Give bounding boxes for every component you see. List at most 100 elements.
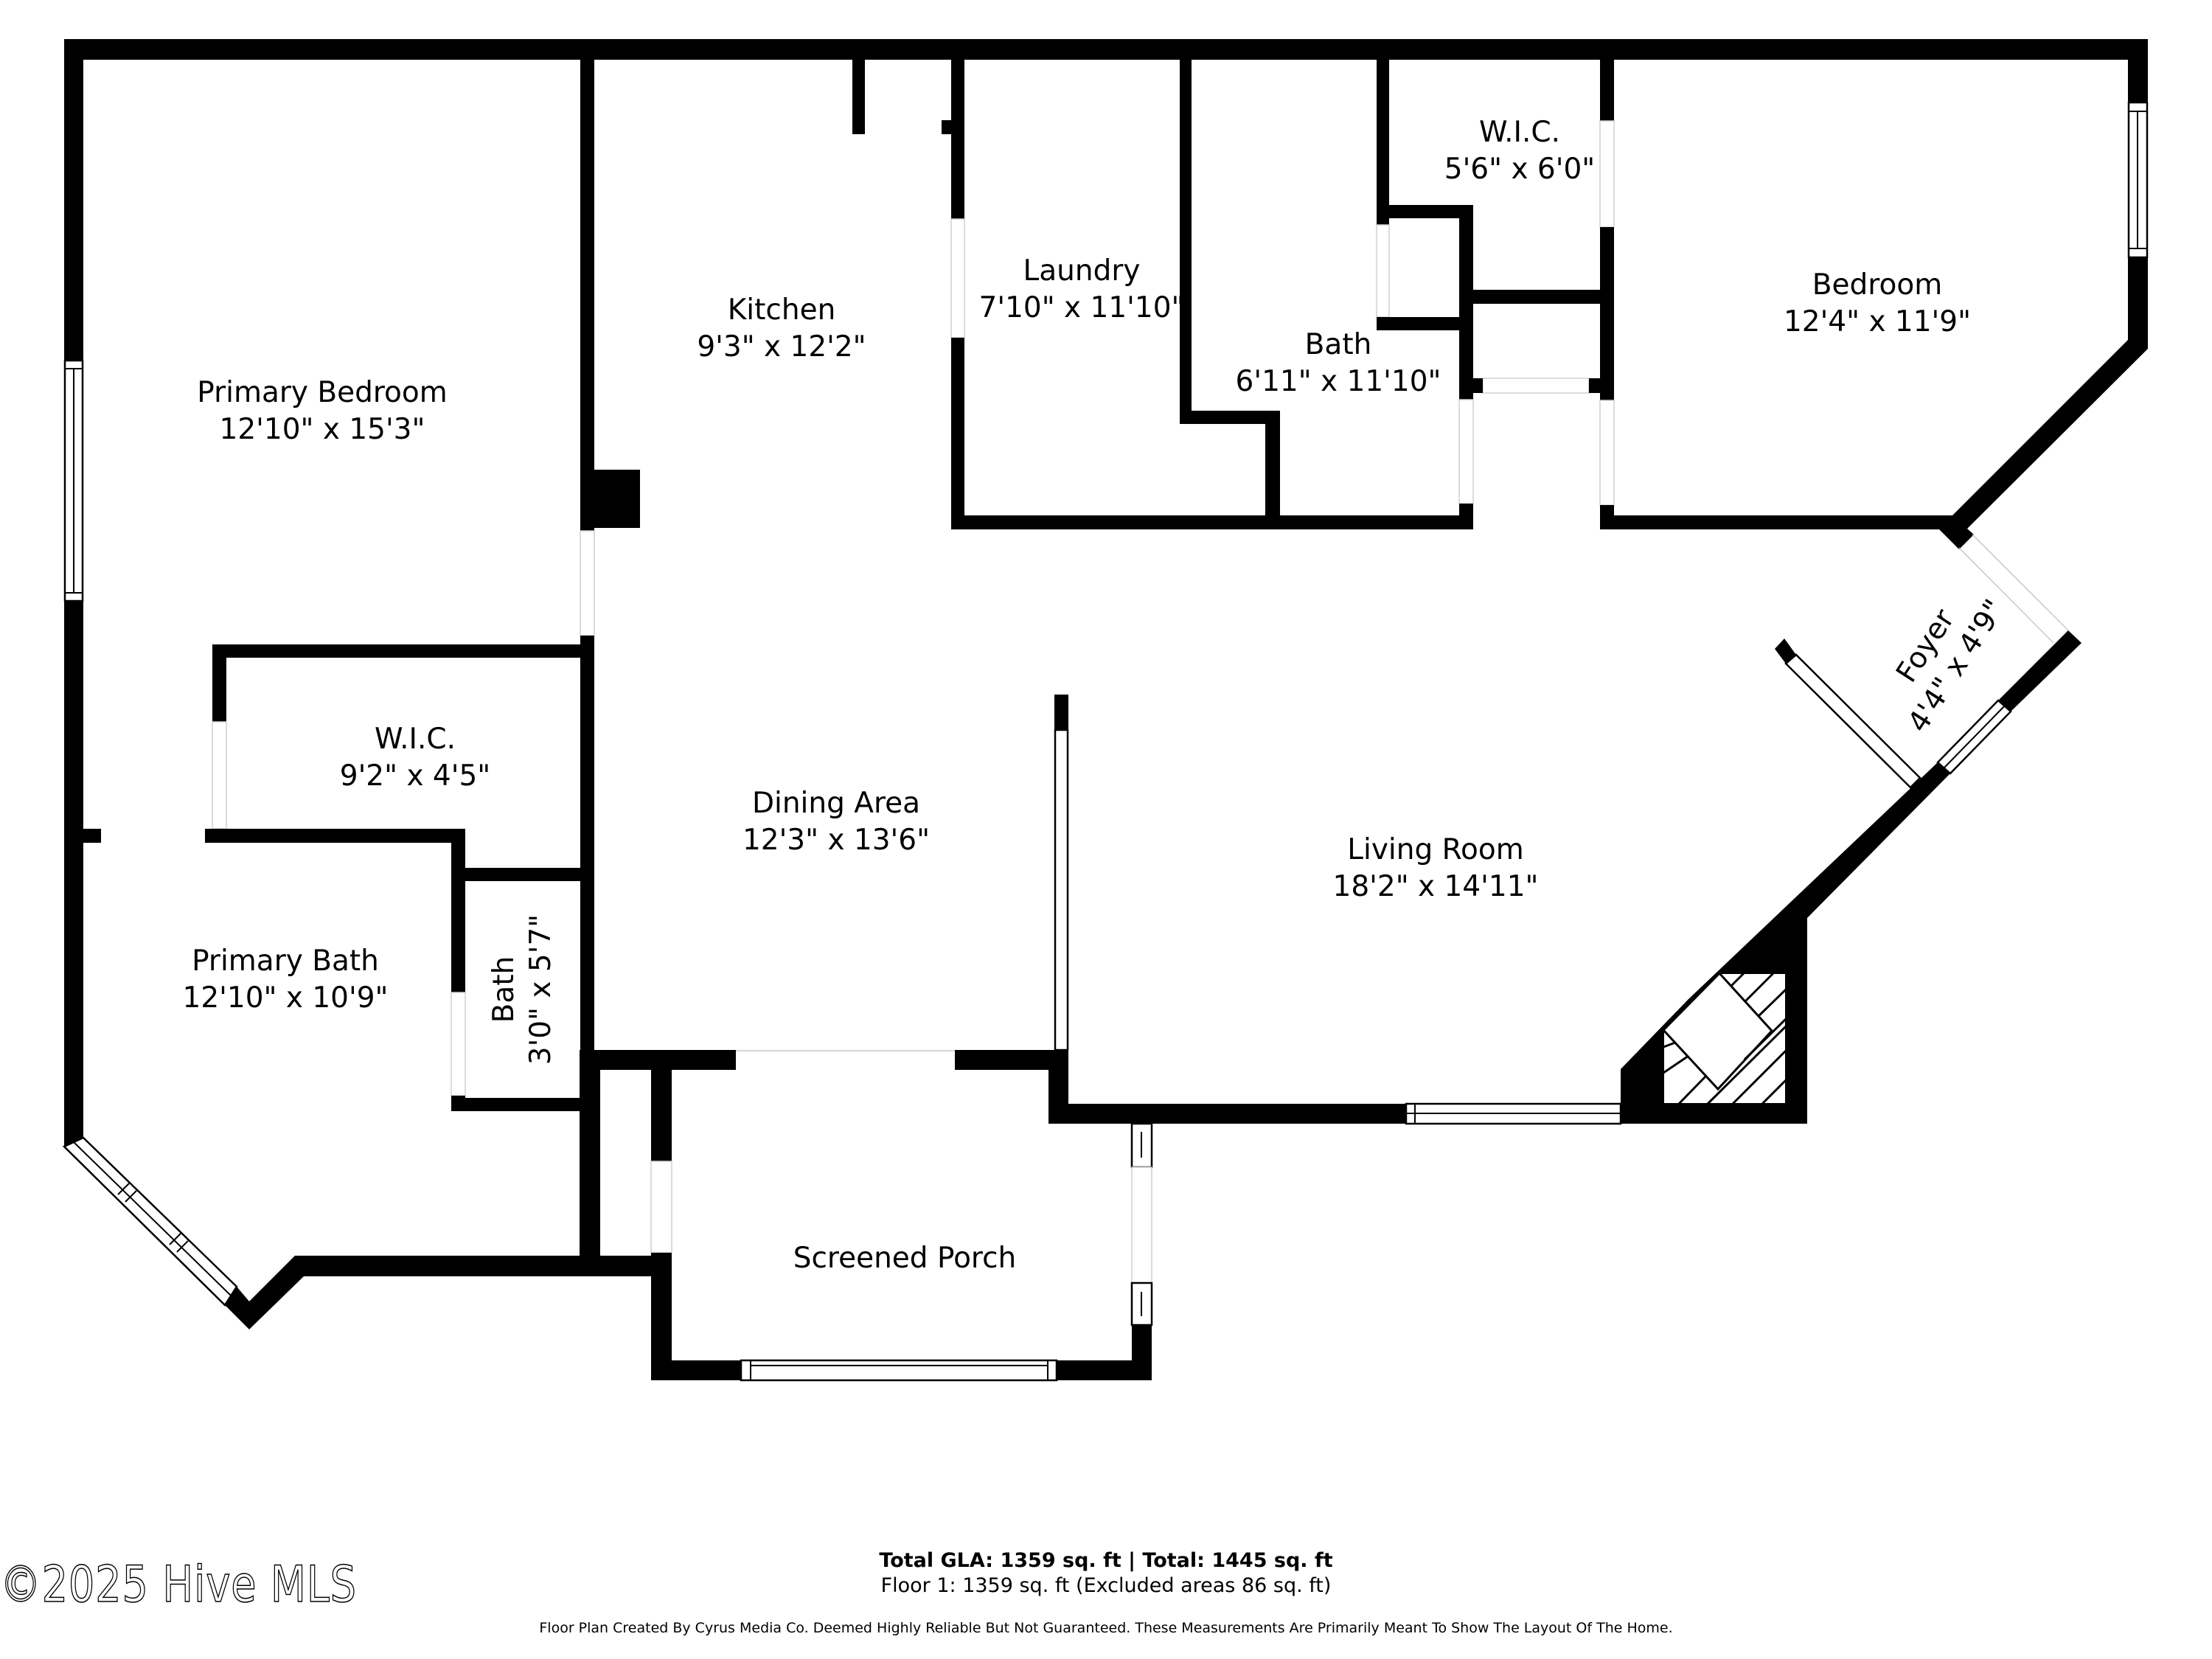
dining-partition-top [1054, 695, 1068, 730]
room-label-bath: Bath 6'11" x 11'10" [1236, 327, 1441, 400]
wall-porch-top-left [593, 1050, 736, 1070]
kitchen-stub-2 [942, 120, 951, 134]
room-dims: 5'6" x 6'0" [1444, 153, 1596, 186]
room-label-half-bath: Bath 3'0" x 5'7" [486, 914, 560, 1065]
wall-right-upper [2128, 39, 2148, 102]
door-porch-side [650, 1161, 672, 1253]
window-primary-bath-bay [62, 1136, 238, 1307]
wall-foyer-right [1998, 630, 2081, 712]
window-foyer-sidelight [1784, 653, 1921, 789]
wall-bedroom-bottom [1600, 515, 1952, 529]
wall-porch-left-upper [651, 1070, 672, 1161]
room-name: Dining Area [751, 787, 921, 820]
room-label-dining-area: Dining Area 12'3" x 13'6" [742, 785, 930, 859]
room-name: Living Room [1347, 833, 1524, 866]
wall-closet-bottom [1377, 317, 1473, 330]
wall-living-bottom-left [1048, 1104, 1406, 1124]
door-bath-closet [1376, 224, 1390, 318]
room-label-kitchen: Kitchen 9'3" x 12'2" [697, 292, 866, 366]
porch-screen-opening [1131, 1166, 1152, 1284]
kitchen-stub-1 [852, 39, 865, 134]
room-dims: 12'4" x 11'9" [1783, 305, 1972, 338]
room-dims: 9'2" x 4'5" [339, 759, 491, 793]
wall-dining-left-lower [580, 1050, 600, 1276]
area-summary: Total GLA: 1359 sq. ft | Total: 1445 sq.… [0, 1548, 2212, 1599]
wall-wic-bottom-right [1473, 290, 1600, 304]
room-label-primary-bedroom: Primary Bedroom 12'10" x 15'3" [197, 375, 448, 448]
wall-half-bath-left-upper [451, 829, 465, 992]
room-label-bedroom: Bedroom 12'4" x 11'9" [1784, 267, 1971, 341]
room-dims: 7'10" x 11'10" [978, 291, 1185, 324]
dining-partition [1054, 728, 1069, 1051]
wall-bedroom-left-1 [1600, 39, 1614, 121]
door-half-bath [451, 992, 466, 1096]
door-wic [212, 721, 227, 830]
wall-bedroom-kitchen [580, 39, 594, 531]
fireplace-inner-square [1661, 971, 1774, 1091]
door-stub-right [1589, 378, 1600, 393]
room-name: Kitchen [727, 293, 836, 327]
room-dims: 18'2" x 14'11" [1332, 870, 1539, 903]
disclaimer: Floor Plan Created By Cyrus Media Co. De… [539, 1620, 1673, 1636]
wall-closet-top [1377, 205, 1473, 218]
wall-half-bath-top [451, 868, 593, 881]
wall-top [64, 39, 2148, 60]
room-name: Primary Bath [192, 945, 379, 978]
room-label-screened-porch: Screened Porch [793, 1240, 1017, 1277]
door-bedroom [1599, 400, 1615, 506]
floor-1-area: Floor 1: 1359 sq. ft (Excluded areas 86 … [880, 1574, 1332, 1597]
door-wic-bedroom [1599, 120, 1615, 228]
wall-porch-top-right [955, 1050, 1068, 1070]
wall-porch-left-lower [651, 1253, 672, 1380]
total-gla: Total GLA: 1359 sq. ft | Total: 1445 sq.… [879, 1549, 1333, 1572]
wall-left-lower [64, 601, 83, 1147]
door-stub-left [1473, 378, 1483, 393]
foyer-door-line-2 [1972, 534, 2069, 631]
foyer-door-line-1 [1958, 547, 2054, 644]
wall-stub-left [64, 829, 101, 843]
wall-left-upper [64, 39, 83, 361]
door-bath [1458, 399, 1474, 504]
kitchen-block [594, 470, 640, 528]
room-dims: 9'3" x 12'2" [697, 330, 866, 364]
opening-bedroom-dining [580, 530, 595, 636]
wall-bedroom-left-2 [1600, 227, 1614, 400]
door-laundry [950, 218, 965, 338]
room-dims: 6'11" x 11'10" [1235, 365, 1441, 398]
wall-laundry-bath [1180, 39, 1280, 529]
room-dims: 12'10" x 15'3" [219, 413, 425, 446]
room-name: Primary Bedroom [197, 376, 448, 409]
room-name: Bath [487, 956, 521, 1023]
wall-hall-left-upper [1459, 205, 1473, 400]
room-name: Bedroom [1812, 268, 1943, 302]
wall-laundry-left-upper [951, 39, 964, 219]
door-wic-hall [1482, 378, 1590, 394]
wall-wic-top [212, 644, 593, 658]
wall-laundry-bottom [951, 515, 1473, 529]
room-dims: 12'3" x 13'6" [742, 824, 931, 857]
wall-laundry-left-lower [951, 338, 964, 529]
wall-porch-right-lower [1132, 1325, 1152, 1380]
room-name: W.I.C. [374, 723, 456, 756]
wall-half-bath-bottom [451, 1098, 593, 1111]
wall-wic-left [212, 644, 226, 722]
room-label-living-room: Living Room 18'2" x 14'11" [1333, 832, 1539, 905]
wall-wic-bottom [205, 829, 465, 843]
wall-porch-bottom-left [651, 1360, 741, 1380]
window-porch-bottom [740, 1359, 1058, 1382]
watermark: ©2025 Hive MLS [0, 1555, 357, 1615]
wall-wic-left-upper [1377, 39, 1389, 225]
room-label-laundry: Laundry 7'10" x 11'10" [979, 253, 1185, 327]
wall-hall-left-lower [1459, 504, 1473, 529]
room-name: Laundry [1023, 254, 1141, 288]
room-name: W.I.C. [1478, 116, 1561, 149]
wall-bay-corner [225, 1256, 652, 1329]
room-label-wic-bedroom: W.I.C. 5'6" x 6'0" [1444, 114, 1595, 188]
room-dims: 3'0" x 5'7" [524, 914, 557, 1065]
room-label-wic-primary: W.I.C. 9'2" x 4'5" [340, 721, 490, 795]
room-dims: 12'10" x 10'9" [182, 981, 389, 1015]
wall-bedroom-diagonal [1939, 257, 2148, 549]
room-label-primary-bath: Primary Bath 12'10" x 10'9" [183, 943, 389, 1017]
wall-foyer-left-stub [1775, 639, 1796, 664]
